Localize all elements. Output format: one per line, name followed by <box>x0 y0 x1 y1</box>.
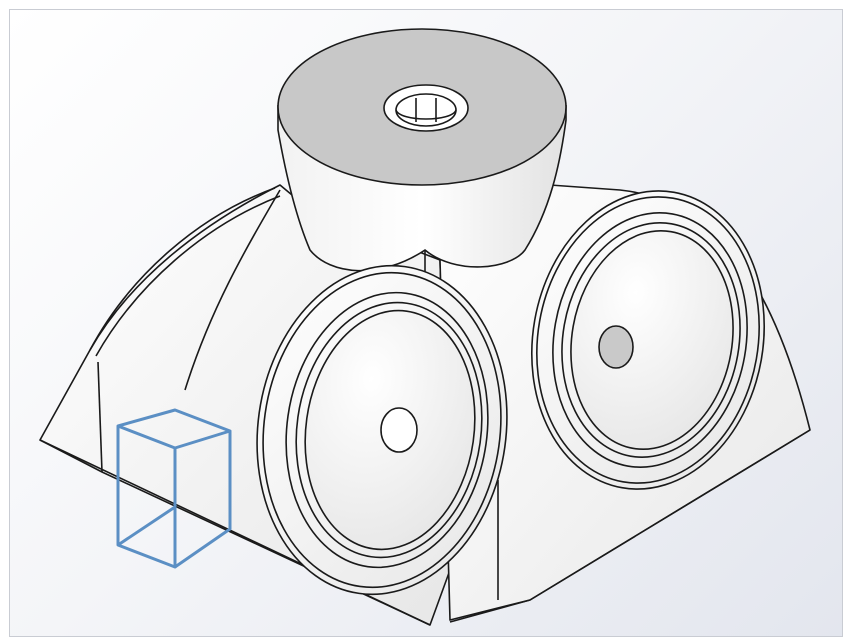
front-port-ring-3 <box>285 291 489 569</box>
view-orientation-cube-icon[interactable] <box>116 408 232 569</box>
right-port-ring-3 <box>552 212 748 468</box>
front-port-hole <box>380 407 418 453</box>
right-port-hole <box>598 325 634 369</box>
front-port-ring-2 <box>262 271 502 589</box>
front-port-ring-4 <box>295 301 483 559</box>
cube-right-face <box>174 431 232 569</box>
front-port[interactable] <box>236 249 528 610</box>
left-flank-inner-arc <box>95 195 281 357</box>
right-port-face <box>570 229 734 451</box>
left-sweep-edge <box>184 189 281 391</box>
model-canvas[interactable] <box>10 10 842 636</box>
right-port-ring-2 <box>536 196 760 484</box>
left-flank-arc <box>89 187 276 351</box>
graphics-viewport[interactable] <box>9 9 843 637</box>
right-bottom-edge <box>449 429 811 623</box>
cube-hidden-edge <box>117 505 176 547</box>
boss-hole-inner <box>395 93 457 127</box>
boss-hole-depth <box>395 109 457 120</box>
top-boss[interactable] <box>277 28 567 272</box>
cube-top-face <box>117 408 232 450</box>
right-port-ring-4 <box>561 221 741 459</box>
left-vertical-edge <box>97 361 103 473</box>
right-port[interactable] <box>509 172 788 507</box>
